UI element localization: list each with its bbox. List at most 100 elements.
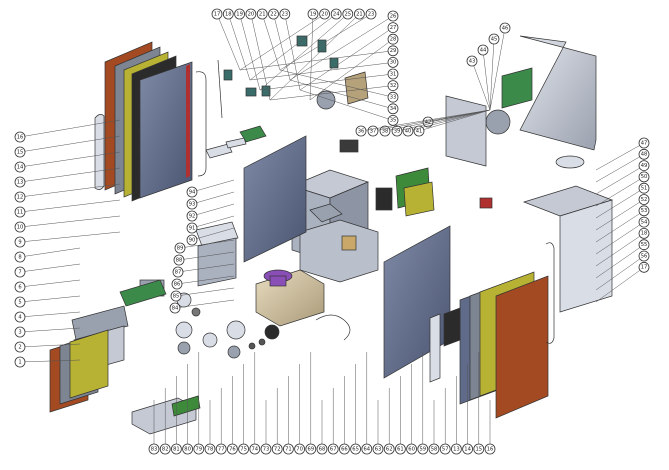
callout-circle: [256, 8, 268, 20]
callout-30: 30: [387, 57, 399, 68]
callout-circle: [14, 296, 26, 308]
leader-line: [249, 13, 337, 81]
callout-circle: [260, 443, 272, 455]
leader-line: [239, 13, 261, 91]
top-left-small-parts: [205, 35, 369, 159]
leader-line: [19, 263, 81, 273]
leader-line: [595, 199, 645, 231]
callout-5: 5: [14, 296, 26, 308]
callout-6: 6: [14, 281, 26, 293]
callout-circle: [305, 443, 317, 455]
pcb-main: [501, 67, 533, 109]
leader-line: [595, 210, 645, 243]
callout-number: 79: [195, 446, 202, 452]
callout-circle: [211, 8, 223, 20]
callout-number: 9: [18, 239, 21, 245]
callout-69: 69: [305, 443, 317, 455]
leader-line: [174, 299, 235, 309]
callout-circle: [14, 251, 26, 263]
callout-circle: [327, 443, 339, 455]
callout-number: 73: [263, 446, 270, 452]
callout-number: 36: [358, 128, 365, 134]
callout-90: 90: [186, 234, 198, 246]
callout-77: 77: [215, 443, 227, 455]
leader-line: [418, 109, 491, 132]
callout-circle: [173, 254, 185, 266]
leader-line: [216, 13, 241, 71]
callout-number: 7: [18, 269, 21, 275]
callout-number: 44: [480, 47, 487, 53]
callout-76: 76: [226, 443, 238, 455]
callout-74: 74: [249, 443, 261, 455]
leader-line: [595, 233, 645, 267]
callout-circle: [249, 443, 261, 455]
callout-26: 26: [387, 10, 399, 22]
callout-circle: [638, 194, 650, 205]
callout-circle: [14, 146, 26, 158]
left-pcb: [119, 279, 167, 307]
callout-number: 77: [218, 446, 225, 452]
leader-line: [309, 38, 394, 101]
leader-line: [273, 13, 291, 81]
small-gear-2: [258, 338, 266, 346]
callout-59: 59: [417, 443, 429, 455]
callout-circle: [342, 8, 354, 20]
callout-circle: [182, 443, 194, 455]
callout-number: 27: [390, 25, 397, 31]
front-yellow-panel: [69, 329, 109, 399]
right-component-group: [375, 167, 435, 217]
callout-circle: [402, 125, 414, 137]
callout-number: 31: [390, 71, 397, 77]
callout-number: 38: [382, 128, 389, 134]
callout-number: 54: [641, 219, 648, 225]
callout-number: 32: [390, 83, 397, 89]
callout-circle: [268, 8, 279, 20]
callout-circle: [462, 443, 474, 455]
callout-number: 33: [390, 95, 397, 101]
callout-circle: [355, 125, 367, 137]
callout-number: 92: [189, 213, 196, 219]
callout-23: 23: [279, 8, 291, 20]
callout-circle: [638, 182, 650, 194]
callout-86: 86: [171, 278, 183, 290]
callout-circle: [330, 8, 342, 20]
callout-21: 21: [256, 8, 268, 20]
front-left-panel-stack: [49, 329, 109, 413]
callout-81: 81: [170, 443, 182, 455]
callout-number: 6: [18, 284, 21, 290]
callout-circle: [245, 8, 257, 20]
callout-circle: [172, 266, 184, 278]
callout-circle: [14, 161, 26, 173]
terminal-block: [375, 187, 393, 211]
leader-line: [360, 109, 491, 132]
grinder-gear: [341, 235, 357, 251]
callout-number: 24: [333, 11, 340, 17]
callout-number: 90: [189, 237, 196, 243]
callout-33: 33: [387, 91, 399, 103]
callout-number: 26: [390, 13, 397, 19]
callout-number: 82: [162, 446, 169, 452]
callout-17: 17: [211, 8, 223, 20]
callout-80: 80: [182, 443, 194, 455]
callout-number: 55: [641, 242, 648, 248]
callout-circle: [215, 443, 227, 455]
leader-line: [19, 359, 81, 363]
right-panel-stack: [429, 242, 555, 419]
callout-circle: [14, 266, 26, 278]
callout-circle: [638, 205, 650, 217]
callout-circle: [638, 148, 650, 160]
callout-circle: [387, 33, 399, 45]
callout-circle: [365, 8, 377, 20]
leader-line: [489, 27, 506, 111]
callout-circle: [14, 221, 26, 233]
callout-84: 84: [169, 302, 181, 314]
callout-number: 14: [464, 446, 471, 452]
callout-number: 37: [370, 128, 377, 134]
callout-circle: [338, 443, 350, 455]
callout-circle: [417, 443, 429, 455]
callout-20: 20: [245, 8, 257, 20]
callout-21: 21: [353, 8, 365, 20]
callout-16: 16: [484, 443, 496, 455]
callout-79: 79: [193, 443, 205, 455]
valve-block-3: [261, 85, 271, 97]
